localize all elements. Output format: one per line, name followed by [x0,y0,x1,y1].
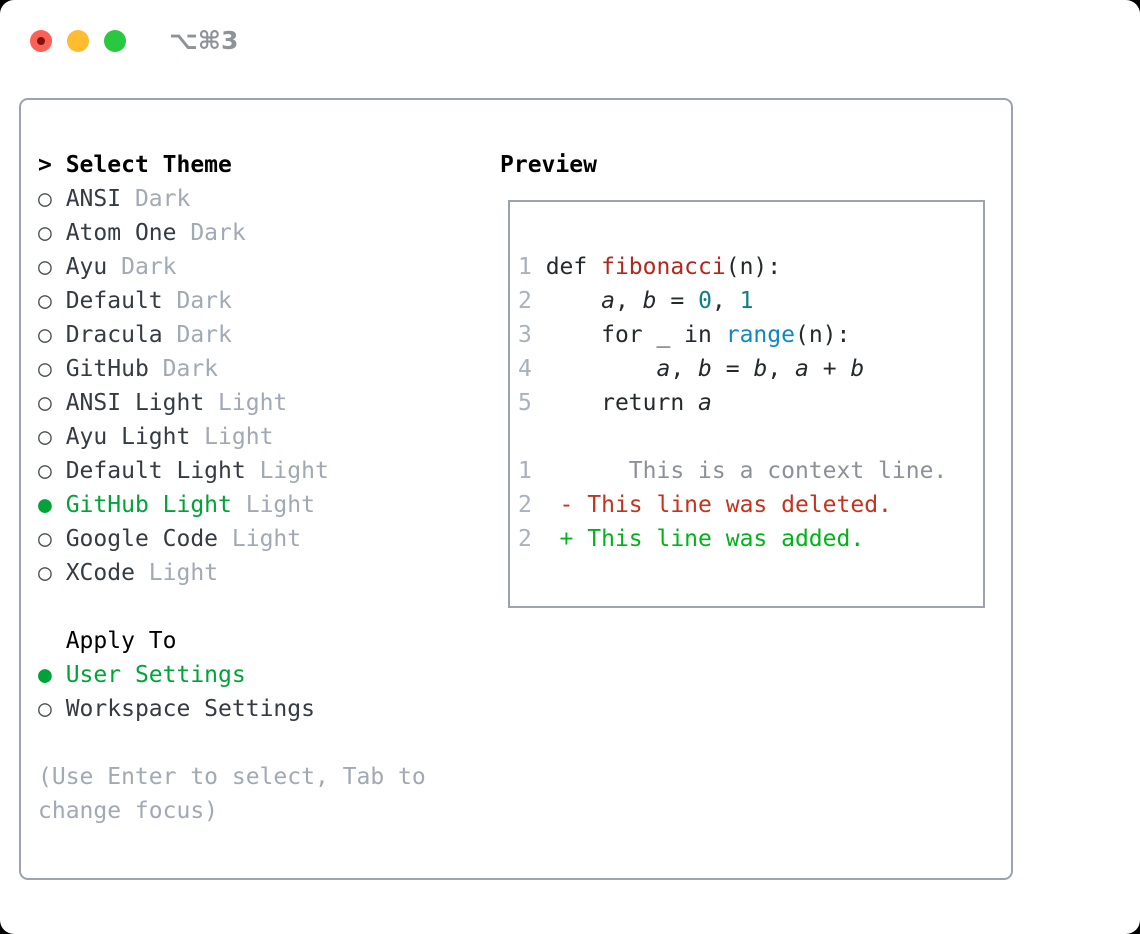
theme-option-ansi[interactable]: ○ ANSI Dark [38,182,426,216]
window-title: ⌥⌘3 [169,26,239,55]
line-number: 5 [518,390,546,416]
theme-option-github[interactable]: ○ GitHub Dark [38,352,426,386]
theme-variant: Light [134,560,219,586]
line-number: 4 [518,356,546,382]
theme-variant: Dark [162,322,232,348]
radio-icon: ○ [38,390,66,416]
theme-name: Ayu [65,254,108,280]
theme-option-atom-one[interactable]: ○ Atom One Dark [38,216,426,250]
theme-picker-panel: > Select Theme ○ ANSI Dark○ Atom One Dar… [19,98,1013,880]
gap [38,726,426,760]
apply-option-workspace-settings[interactable]: ○ Workspace Settings [38,692,426,726]
preview-line: 1 This is a context line. [518,458,948,484]
gap [38,590,426,624]
theme-option-ayu[interactable]: ○ Ayu Dark [38,250,426,284]
select-theme-header: Select Theme [65,152,232,178]
radio-icon: ○ [38,186,66,212]
theme-option-default-light[interactable]: ○ Default Light Light [38,454,426,488]
line-number: 2 [518,288,546,314]
gap [518,420,983,454]
preview-line: 2 + This line was added. [518,526,865,552]
theme-variant: Dark [148,356,219,382]
preview-line: 4 a, b = b, a + b [518,356,865,382]
line-number: 1 [518,458,546,484]
theme-variant: Dark [162,288,232,314]
unsaved-dot-icon [37,36,45,45]
theme-name: Ayu Light [65,424,191,450]
hint-line: (Use Enter to select, Tab to [38,764,426,790]
preview-header: Preview [500,152,597,178]
preview-line: 3 for _ in range(n): [518,322,851,348]
preview-line: 2 a, b = 0, 1 [518,288,754,314]
radio-icon: ○ [38,356,66,382]
theme-list: ○ ANSI Dark○ Atom One Dark○ Ayu Dark○ De… [38,182,426,590]
theme-variant: Light [204,390,288,416]
theme-name: Google Code [65,526,219,552]
hint-line: change focus) [38,798,219,824]
theme-variant: Dark [107,254,177,280]
radio-icon: ○ [38,526,66,552]
apply-option-label: Workspace Settings [65,696,315,722]
theme-option-xcode[interactable]: ○ XCode Light [38,556,426,590]
radio-selected-icon: ● [38,492,66,518]
theme-option-ayu-light[interactable]: ○ Ayu Light Light [38,420,426,454]
theme-name: Default [65,288,163,314]
theme-variant: Light [190,424,274,450]
titlebar: ⌥⌘3 [30,26,238,55]
theme-name: XCode [65,560,135,586]
theme-variant: Light [245,458,329,484]
radio-icon: ○ [38,696,66,722]
theme-option-github-light[interactable]: ● GitHub Light Light [38,488,426,522]
radio-icon: ○ [38,458,66,484]
line-number: 2 [518,492,546,518]
theme-option-google-code[interactable]: ○ Google Code Light [38,522,426,556]
apply-to-header: Apply To [65,628,177,654]
apply-option-user-settings[interactable]: ● User Settings [38,658,426,692]
radio-icon: ○ [38,220,66,246]
minimize-button[interactable] [67,29,89,52]
theme-variant: Dark [176,220,246,246]
theme-variant: Light [218,526,302,552]
selection-column: > Select Theme ○ ANSI Dark○ Atom One Dar… [38,148,426,828]
theme-name: Atom One [65,220,177,246]
theme-variant: Light [231,492,315,518]
preview-line: 1 def fibonacci(n): [518,254,782,280]
theme-variant: Dark [121,186,191,212]
line-number: 1 [518,254,546,280]
prompt-caret-icon: > [38,152,66,178]
theme-option-ansi-light[interactable]: ○ ANSI Light Light [38,386,426,420]
radio-icon: ○ [38,424,66,450]
apply-to-list: ● User Settings○ Workspace Settings [38,658,426,726]
maximize-button[interactable] [104,29,126,52]
line-number: 3 [518,322,546,348]
theme-name: ANSI Light [65,390,205,416]
preview-line: 2 - This line was deleted. [518,492,892,518]
close-button[interactable] [30,29,52,52]
theme-name: GitHub Light [65,492,232,518]
theme-name: ANSI [65,186,122,212]
theme-option-default[interactable]: ○ Default Dark [38,284,426,318]
radio-icon: ○ [38,254,66,280]
preview-pane: 1 def fibonacci(n): 2 a, b = 0, 1 3 for _ … [508,200,985,608]
select-theme-header-row: > Select Theme [38,148,426,182]
line-number: 2 [518,526,546,552]
radio-icon: ○ [38,288,66,314]
radio-icon: ○ [38,322,66,348]
code-preview: 1 def fibonacci(n): 2 a, b = 0, 1 3 for _ … [518,250,983,420]
diff-preview: 1 This is a context line. 2 - This line w… [518,454,983,556]
theme-name: Default Light [65,458,246,484]
preview-line: 5 return a [518,390,712,416]
apply-option-label: User Settings [65,662,246,688]
theme-name: GitHub [65,356,149,382]
radio-icon: ○ [38,560,66,586]
radio-selected-icon: ● [38,662,66,688]
theme-name: Dracula [65,322,163,348]
keyboard-hint: (Use Enter to select, Tab to change focus… [38,760,426,828]
theme-option-dracula[interactable]: ○ Dracula Dark [38,318,426,352]
